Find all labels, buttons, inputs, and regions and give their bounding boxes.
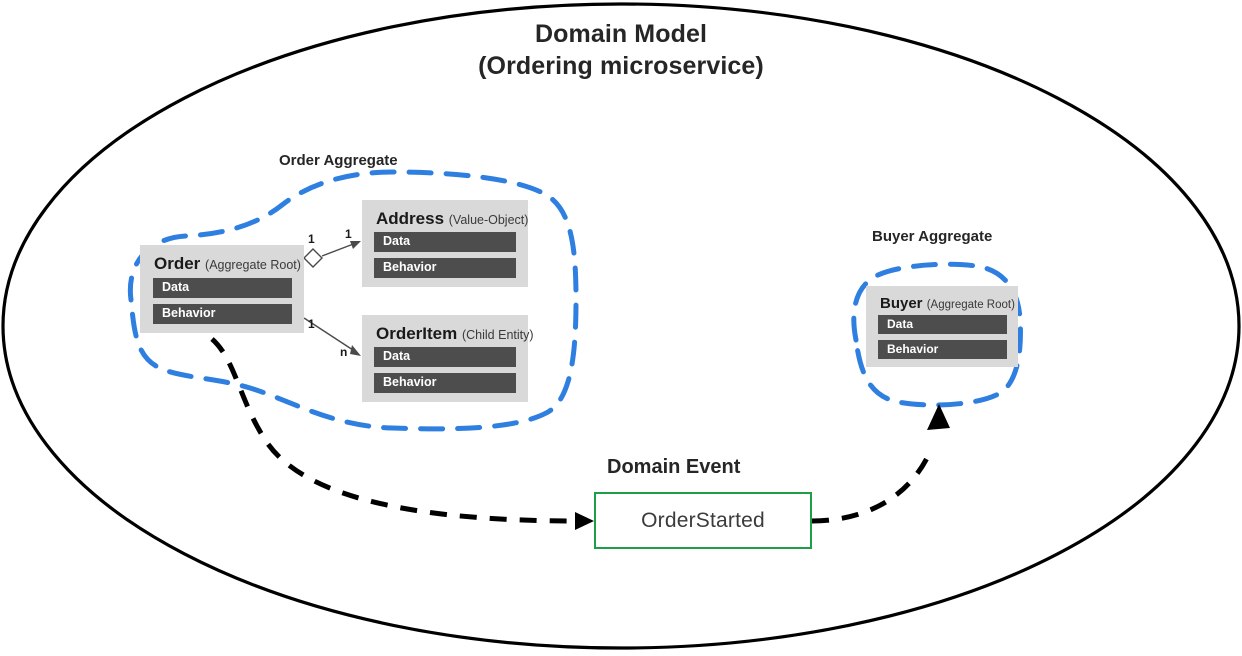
order-orderitem-link [303, 317, 357, 353]
diagram-title: Domain Model (Ordering microservice) [0, 18, 1242, 82]
entity-card-order[interactable]: Order (Aggregate Root) Data Behavior [140, 245, 304, 333]
entity-stereotype-order: (Aggregate Root) [205, 258, 301, 272]
entity-stereotype-buyer: (Aggregate Root) [926, 299, 1015, 311]
multiplicity-order-address-target: 1 [345, 227, 352, 241]
domain-event-label: Domain Event [607, 456, 741, 478]
entity-name-address: Address [376, 209, 445, 228]
multiplicity-order-orderitem-source: 1 [308, 317, 315, 331]
order-aggregate-outline [127, 169, 579, 432]
order-to-event-flow [210, 337, 579, 524]
multiplicity-order-orderitem-target: n [340, 345, 348, 359]
entity-address-section-data: Data [374, 232, 516, 252]
entity-name-orderitem: OrderItem [376, 324, 458, 343]
entity-order-section-behavior: Behavior [153, 304, 292, 324]
entity-card-address[interactable]: Address (Value-Object) Data Behavior [362, 200, 528, 287]
buyer-aggregate-outline [851, 261, 1023, 408]
entity-card-buyer-header: Buyer (Aggregate Root) [866, 286, 1018, 315]
entity-card-order-header: Order (Aggregate Root) [140, 245, 304, 275]
entity-card-orderitem-header: OrderItem (Child Entity) [362, 315, 534, 345]
entity-address-section-behavior: Behavior [374, 258, 516, 278]
entity-name-order: Order [154, 254, 201, 273]
order-orderitem-arrowhead [350, 345, 361, 356]
entity-card-orderitem[interactable]: OrderItem (Child Entity) Data Behavior [362, 315, 534, 402]
diagram-title-line2: (Ordering microservice) [478, 52, 764, 80]
order-to-event-arrowhead [575, 512, 594, 530]
order-aggregate-label: Order Aggregate [279, 152, 398, 169]
buyer-aggregate-label: Buyer Aggregate [872, 228, 993, 245]
order-address-arrowhead [350, 241, 361, 249]
domain-event-name: OrderStarted [641, 508, 765, 532]
entity-orderitem-section-behavior: Behavior [374, 373, 516, 393]
entity-buyer-section-data: Data [878, 315, 1007, 334]
entity-stereotype-address: (Value-Object) [448, 213, 529, 227]
entity-order-section-data: Data [153, 278, 292, 298]
entity-card-address-header: Address (Value-Object) [362, 200, 528, 230]
event-to-buyer-flow [811, 450, 933, 524]
entity-card-buyer[interactable]: Buyer (Aggregate Root) Data Behavior [866, 286, 1018, 367]
entity-stereotype-orderitem: (Child Entity) [461, 328, 534, 342]
order-address-link [321, 242, 357, 257]
aggregation-diamond [303, 248, 323, 268]
entity-buyer-section-behavior: Behavior [878, 340, 1007, 359]
multiplicity-order-address-source: 1 [308, 232, 315, 246]
diagram-title-line1: Domain Model [534, 20, 708, 48]
event-to-buyer-arrowhead [927, 404, 950, 430]
domain-event-box[interactable]: OrderStarted [594, 492, 812, 549]
entity-name-buyer: Buyer [880, 295, 923, 312]
entity-orderitem-section-data: Data [374, 347, 516, 367]
